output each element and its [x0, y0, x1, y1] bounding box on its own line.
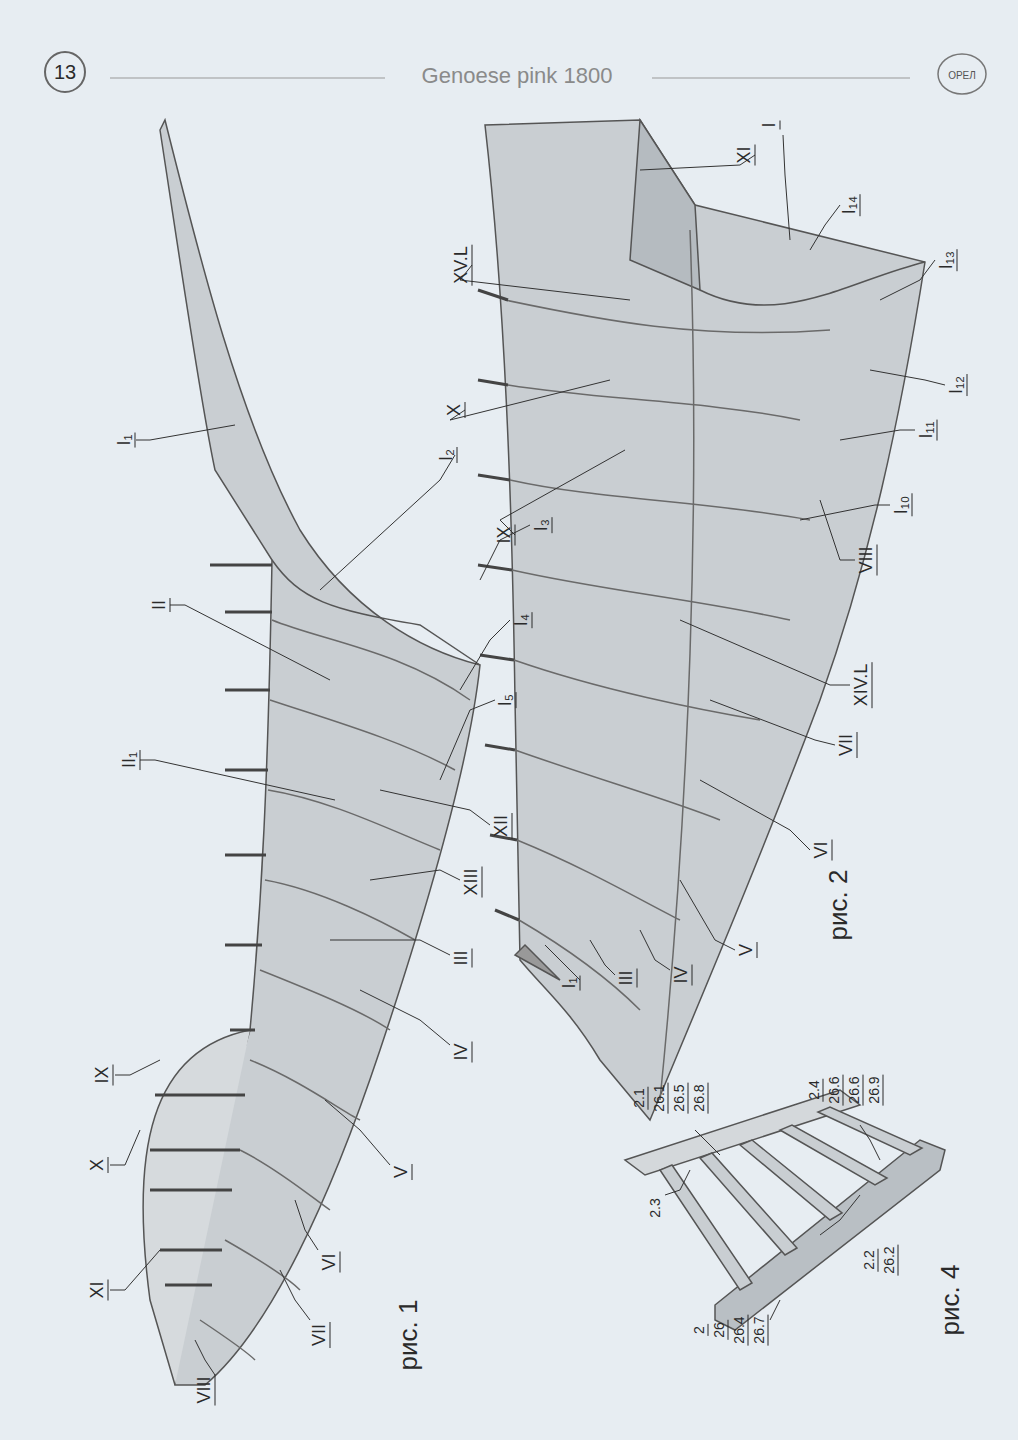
- callout-number: III: [452, 948, 473, 967]
- ladder: [625, 1090, 945, 1330]
- part-number: 26.1: [652, 1082, 669, 1113]
- callout-number: VI: [320, 1251, 341, 1272]
- callout-number: I₁₁: [917, 419, 938, 440]
- callout-number: XI: [735, 144, 756, 165]
- callout-number: III: [617, 968, 638, 987]
- part-number: 26.7: [752, 1314, 769, 1345]
- callout-number: I₂: [437, 447, 458, 463]
- callout-number: I₅: [496, 692, 517, 708]
- callout-number: VI: [812, 839, 833, 860]
- callout-number: IV: [672, 964, 693, 985]
- figure-label: рис. 1: [395, 1300, 421, 1371]
- part-number: 26.2: [882, 1244, 899, 1275]
- page-number: 13: [54, 62, 76, 82]
- callout-number: VIII: [857, 544, 878, 575]
- callout-number: I₁: [115, 432, 136, 447]
- part-number: 2.1: [632, 1086, 649, 1109]
- page-circle: [45, 52, 85, 92]
- callout-number: I₃: [532, 517, 553, 533]
- callout-number: IX: [495, 524, 516, 545]
- callout-number: I: [760, 120, 781, 129]
- part-number: 2.4: [807, 1078, 824, 1101]
- figure-label: рис. 4: [937, 1265, 963, 1336]
- page-title: Genoese pink 1800: [422, 65, 613, 87]
- callout-number: VIII: [195, 1374, 216, 1405]
- callout-number: I₄: [512, 612, 533, 628]
- part-number: 26.6: [847, 1074, 864, 1105]
- part-number: 26.8: [692, 1082, 709, 1113]
- callout-number: XV.L: [452, 244, 473, 285]
- callout-number: IV: [452, 1041, 473, 1062]
- part-number: 26.6: [827, 1074, 844, 1105]
- part-number: 26.9: [867, 1074, 884, 1105]
- callout-number: IX: [93, 1064, 114, 1085]
- callout-number: V: [392, 1164, 413, 1180]
- header-rule: [110, 78, 385, 79]
- callout-number: I₁₂: [947, 374, 968, 396]
- callout-number: XIII: [462, 866, 483, 897]
- callout-number: VII: [837, 732, 858, 758]
- callout-number: XIV.L: [852, 662, 873, 708]
- callout-number: V: [737, 942, 758, 958]
- callout-number: X: [88, 1157, 109, 1173]
- figure-label: рис. 2: [825, 870, 851, 941]
- callout-number: I₁: [560, 975, 581, 990]
- callout-number: I₁₃: [937, 249, 958, 271]
- part-number: 2.2: [862, 1248, 879, 1271]
- logo: [938, 54, 986, 94]
- part-number: 26: [712, 1320, 729, 1340]
- callout-number: X: [445, 402, 466, 418]
- logo-text: ОРЕЛ: [948, 71, 976, 81]
- callout-number: I₁₄: [840, 194, 861, 216]
- callout-number: VII: [310, 1322, 331, 1348]
- callout-number: II₁: [120, 750, 141, 770]
- callout-number: II: [150, 598, 171, 612]
- callout-number: XI: [88, 1279, 109, 1300]
- callout-number: XII: [492, 813, 513, 839]
- hull-2: [478, 120, 925, 1120]
- hull-1: [143, 120, 480, 1385]
- part-number: 2.3: [648, 1198, 662, 1217]
- part-number: 26.4: [732, 1314, 749, 1345]
- part-number: 2: [692, 1324, 709, 1336]
- leader-line: [110, 135, 945, 1375]
- part-number: 26.5: [672, 1082, 689, 1113]
- callout-number: I₁₀: [892, 494, 913, 517]
- header-rule: [652, 78, 910, 79]
